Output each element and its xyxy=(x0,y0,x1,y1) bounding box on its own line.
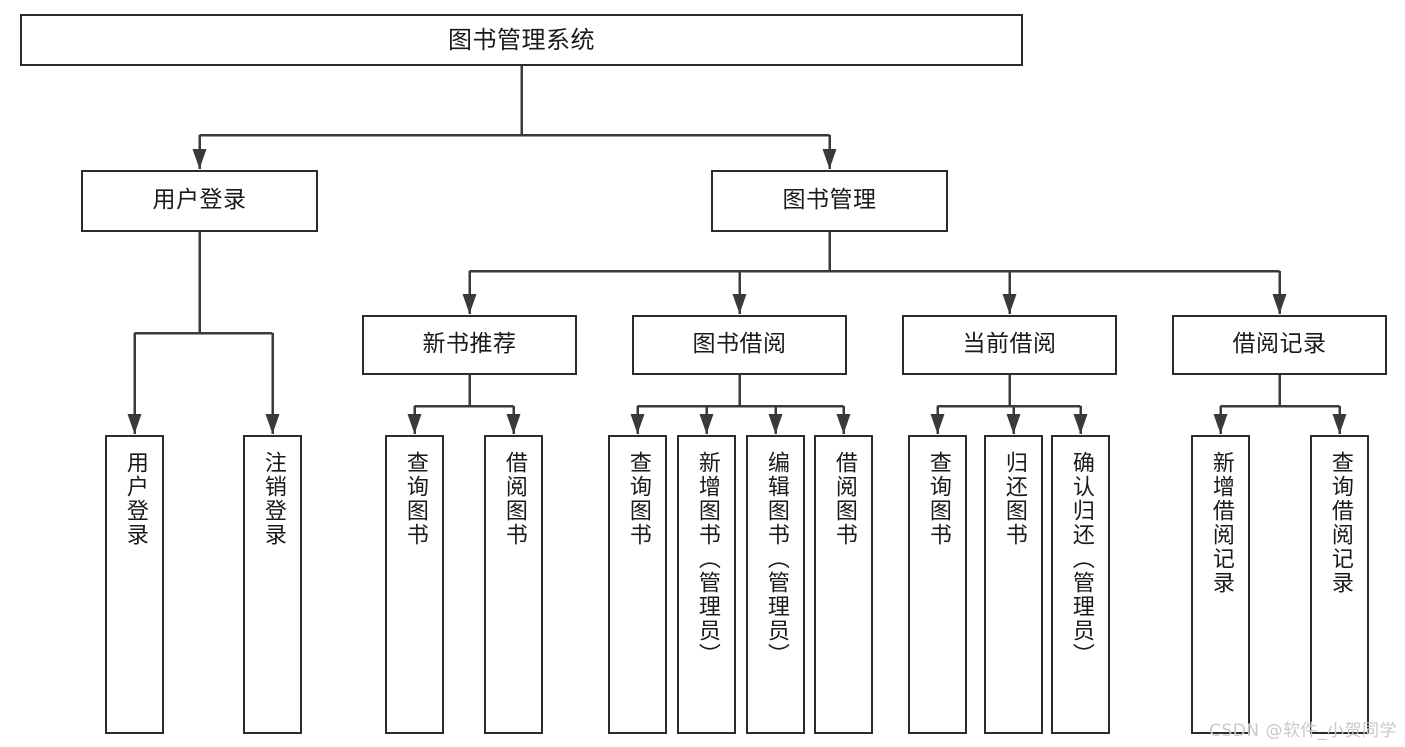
node-leaf-add-book[interactable]: 新增图书（管理员） xyxy=(677,435,736,734)
node-label: 借阅图书 xyxy=(831,451,857,547)
node-label: 编辑图书（管理员） xyxy=(763,451,789,667)
node-label: 新增图书（管理员） xyxy=(694,451,720,667)
node-leaf-edit-book[interactable]: 编辑图书（管理员） xyxy=(746,435,805,734)
node-label: 查询借阅记录 xyxy=(1327,451,1353,595)
node-label: 归还图书 xyxy=(1001,451,1027,547)
node-leaf-confirm-return[interactable]: 确认归还（管理员） xyxy=(1051,435,1110,734)
node-label: 借阅记录 xyxy=(1232,331,1327,358)
node-label: 新增借阅记录 xyxy=(1208,451,1234,595)
node-label: 借阅图书 xyxy=(501,451,527,547)
node-leaf-borrow-book-2[interactable]: 借阅图书 xyxy=(814,435,873,734)
node-borrow-record[interactable]: 借阅记录 xyxy=(1172,315,1387,375)
node-label: 查询图书 xyxy=(925,451,951,547)
node-leaf-borrow-book-1[interactable]: 借阅图书 xyxy=(484,435,543,734)
node-label: 查询图书 xyxy=(625,451,651,547)
node-book-management[interactable]: 图书管理 xyxy=(711,170,948,232)
node-label: 用户登录 xyxy=(152,187,247,214)
node-label: 当前借阅 xyxy=(962,331,1057,358)
node-book-borrow[interactable]: 图书借阅 xyxy=(632,315,847,375)
node-label: 图书管理 xyxy=(782,187,877,214)
node-leaf-query-record[interactable]: 查询借阅记录 xyxy=(1310,435,1369,734)
node-leaf-logout[interactable]: 注销登录 xyxy=(243,435,302,734)
node-leaf-user-login[interactable]: 用户登录 xyxy=(105,435,164,734)
node-leaf-query-book-3[interactable]: 查询图书 xyxy=(908,435,967,734)
node-label: 用户登录 xyxy=(122,451,148,547)
node-label: 新书推荐 xyxy=(422,331,517,358)
node-label: 确认归还（管理员） xyxy=(1068,451,1094,667)
node-label: 图书管理系统 xyxy=(448,25,595,54)
node-root-system[interactable]: 图书管理系统 xyxy=(20,14,1023,66)
node-current-borrow[interactable]: 当前借阅 xyxy=(902,315,1117,375)
csdn-watermark: CSDN @软件_小贺同学 xyxy=(1209,721,1397,741)
node-leaf-add-record[interactable]: 新增借阅记录 xyxy=(1191,435,1250,734)
node-leaf-query-book-1[interactable]: 查询图书 xyxy=(385,435,444,734)
node-leaf-return-book[interactable]: 归还图书 xyxy=(984,435,1043,734)
node-label: 注销登录 xyxy=(260,451,286,547)
node-leaf-query-book-2[interactable]: 查询图书 xyxy=(608,435,667,734)
node-user-login[interactable]: 用户登录 xyxy=(81,170,318,232)
node-new-book-recommend[interactable]: 新书推荐 xyxy=(362,315,577,375)
node-label: 查询图书 xyxy=(402,451,428,547)
node-label: 图书借阅 xyxy=(692,331,787,358)
